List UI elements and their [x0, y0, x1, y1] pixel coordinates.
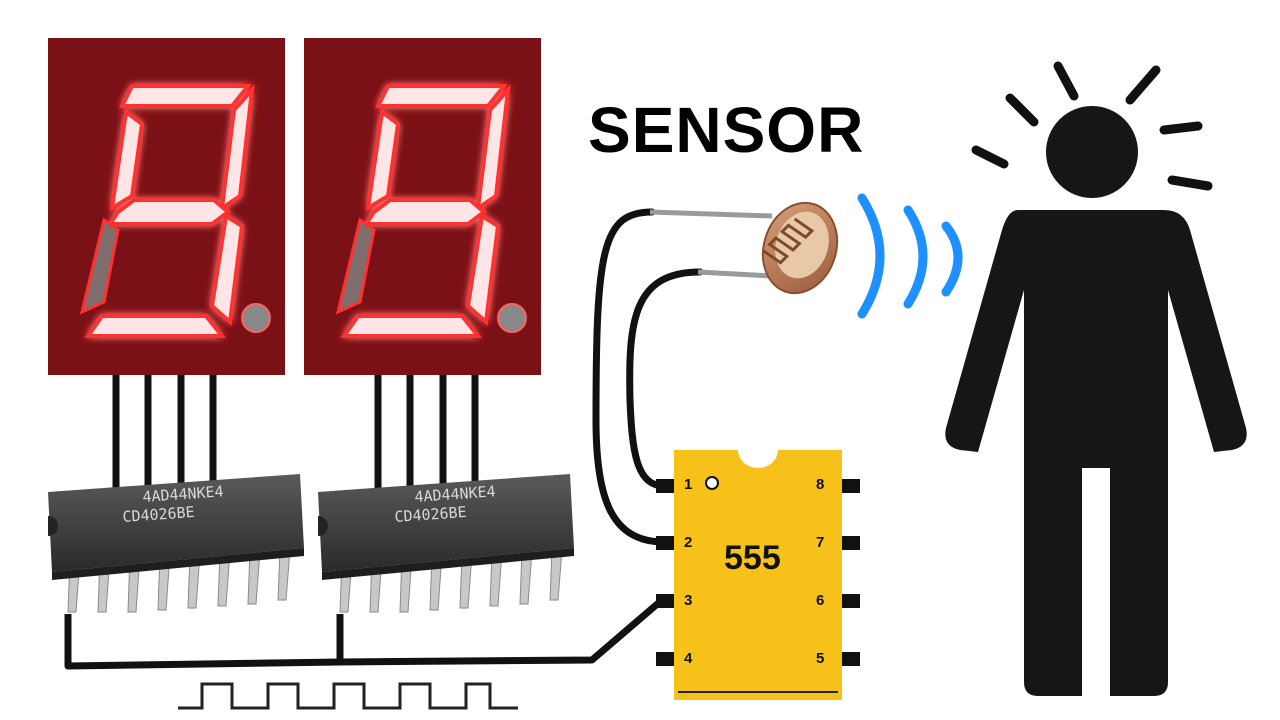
- segment-d: [84, 314, 227, 338]
- pin-label-8: 8: [816, 476, 825, 493]
- segment-g: [106, 198, 232, 226]
- segment-a: [118, 84, 253, 108]
- ldr-leads: [649, 209, 773, 279]
- signal-wave-icon: [857, 193, 963, 319]
- seven-segment-display-1: [48, 38, 285, 375]
- sensor-title: SENSOR: [588, 94, 865, 166]
- ldr-wires: [592, 208, 704, 546]
- segment-f: [109, 108, 145, 212]
- pin-label-2: 2: [684, 534, 693, 551]
- pin-label-3: 3: [684, 592, 693, 609]
- segment-d: [340, 314, 483, 338]
- decimal-point: [241, 303, 271, 333]
- display-wires: [112, 375, 479, 492]
- pin-label-4: 4: [684, 650, 693, 667]
- pin1-marker: [705, 476, 719, 490]
- timer-chip-label: 555: [724, 539, 781, 577]
- segment-c: [209, 212, 245, 327]
- alert-marks: [971, 61, 1213, 191]
- clock-wires: [64, 597, 665, 670]
- timer-555-chip: [656, 450, 860, 700]
- segment-e-off: [335, 217, 376, 315]
- pin-label-6: 6: [816, 592, 825, 609]
- pin-label-5: 5: [816, 650, 825, 667]
- seven-segment-display-2: [304, 38, 541, 375]
- square-wave-icon: [178, 682, 518, 710]
- segment-e-off: [79, 217, 120, 315]
- segment-f: [365, 108, 401, 212]
- cd4026-chip-1: [48, 474, 304, 613]
- decimal-point: [497, 303, 527, 333]
- segment-c: [465, 212, 501, 327]
- pin-label-7: 7: [816, 534, 825, 551]
- cd4026-chip-2: [318, 474, 574, 613]
- pin-label-1: 1: [684, 476, 693, 493]
- ldr-photoresistor-icon: [761, 201, 839, 295]
- segment-g: [362, 198, 488, 226]
- person-icon: [945, 106, 1247, 696]
- segment-a: [374, 84, 509, 108]
